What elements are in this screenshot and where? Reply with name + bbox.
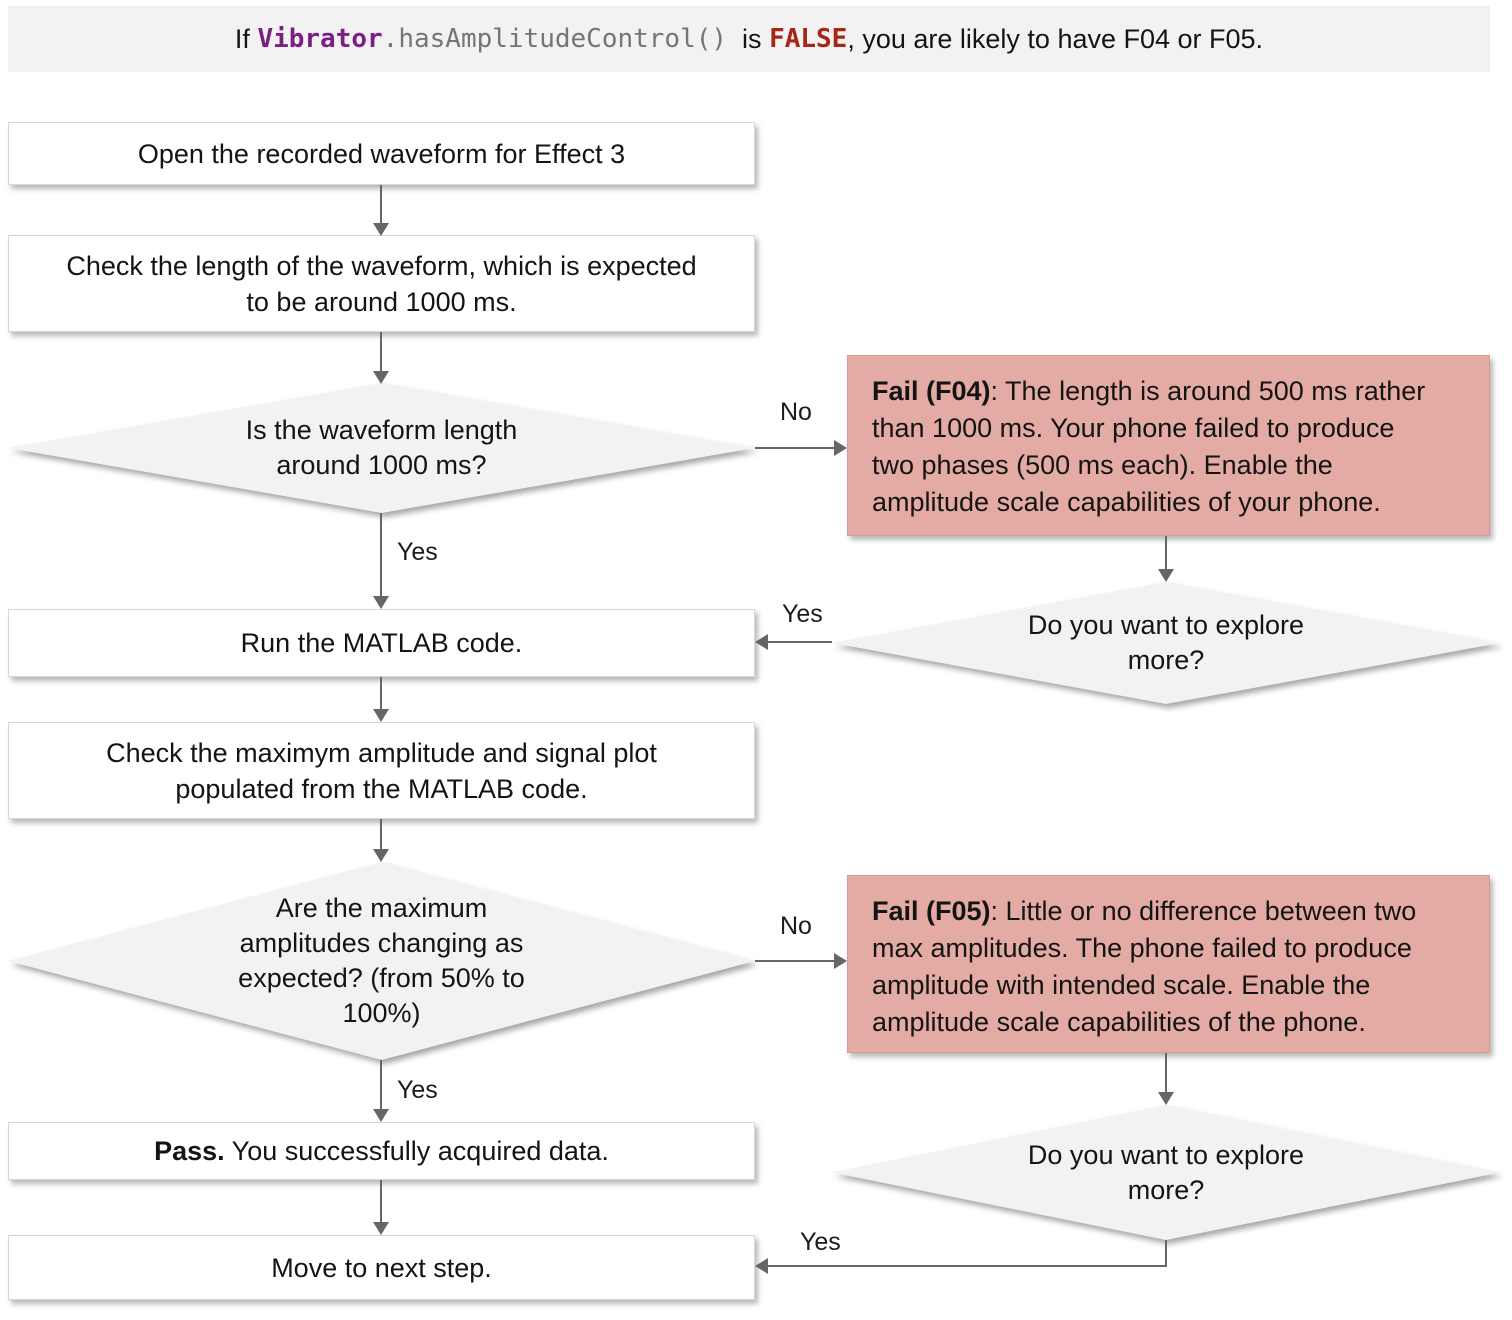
- condition-banner: If Vibrator.hasAmplitudeControl() is FAL…: [8, 6, 1490, 72]
- arrowhead-down-icon: [373, 371, 389, 384]
- arrowhead-down-icon: [1158, 1092, 1174, 1105]
- decision-amplitudes-changing-label: Are the maximum amplitudes changing as e…: [238, 893, 525, 1028]
- fail-f05-body: : Little or no difference between two ma…: [872, 896, 1417, 1037]
- banner-connector: is: [727, 23, 770, 54]
- decision-waveform-length-label: Is the waveform length around 1000 ms?: [245, 415, 518, 480]
- arrowhead-down-icon: [373, 596, 389, 609]
- banner-prefix: If: [234, 23, 258, 54]
- process-run-matlab-label: Run the MATLAB code.: [240, 628, 523, 658]
- fail-f04-bold-label: Fail (F04): [872, 376, 991, 406]
- arrow-line: [380, 819, 382, 850]
- arrow-line: [767, 1265, 1167, 1267]
- decision-amplitudes-changing: Are the maximum amplitudes changing as e…: [8, 862, 755, 1060]
- decision-waveform-length-shape: Is the waveform length around 1000 ms?: [8, 383, 755, 513]
- arrowhead-left-icon: [755, 1258, 768, 1274]
- decision-explore-more-1-shape: Do you want to explore more?: [832, 582, 1500, 704]
- arrow-line: [755, 960, 835, 962]
- terminal-pass-label: Pass. You successfully acquired data.: [154, 1133, 609, 1169]
- decision-explore-more-2-label: Do you want to explore more?: [1027, 1139, 1305, 1205]
- code-false-token: FALSE: [769, 24, 848, 54]
- decision-amplitudes-changing-shape: Are the maximum amplitudes changing as e…: [8, 862, 755, 1060]
- code-vibrator-token: Vibrator: [257, 24, 383, 54]
- fail-f05-box: Fail (F05): Little or no difference betw…: [847, 875, 1490, 1053]
- edge-label-no-2: No: [780, 912, 812, 940]
- fail-f04-body: : The length is around 500 ms rather tha…: [872, 376, 1426, 517]
- arrow-line: [1165, 1053, 1167, 1093]
- code-method-token: .hasAmplitudeControl(): [382, 24, 728, 54]
- arrow-line: [1165, 536, 1167, 570]
- arrow-line: [380, 332, 382, 371]
- pass-text: You successfully acquired data.: [224, 1136, 609, 1166]
- process-open-waveform-label: Open the recorded waveform for Effect 3: [137, 138, 626, 169]
- arrowhead-down-icon: [373, 849, 389, 862]
- arrowhead-down-icon: [1158, 569, 1174, 582]
- edge-label-no-1: No: [780, 398, 812, 426]
- arrowhead-down-icon: [373, 1222, 389, 1235]
- process-check-amplitude: Check the maximym amplitude and signal p…: [8, 722, 755, 819]
- decision-waveform-length: Is the waveform length around 1000 ms?: [8, 383, 755, 513]
- process-check-length: Check the length of the waveform, which …: [8, 235, 755, 332]
- arrow-line: [380, 185, 382, 223]
- arrowhead-right-icon: [834, 953, 847, 969]
- terminal-next-step-label: Move to next step.: [271, 1252, 492, 1283]
- arrowhead-left-icon: [755, 634, 768, 650]
- edge-label-yes-1: Yes: [397, 538, 438, 566]
- fail-f05-bold-label: Fail (F05): [872, 896, 991, 926]
- arrow-line: [767, 641, 832, 643]
- process-run-matlab: Run the MATLAB code.: [8, 609, 755, 677]
- arrow-line: [380, 1060, 382, 1110]
- decision-explore-more-1: Do you want to explore more?: [832, 582, 1500, 704]
- process-check-amplitude-label: Check the maximym amplitude and signal p…: [106, 737, 657, 804]
- decision-explore-more-2: Do you want to explore more?: [832, 1105, 1500, 1240]
- fail-f04-box: Fail (F04): The length is around 500 ms …: [847, 355, 1490, 536]
- edge-label-yes-2: Yes: [782, 600, 823, 628]
- edge-label-yes-3: Yes: [397, 1076, 438, 1104]
- arrowhead-down-icon: [373, 1109, 389, 1122]
- decision-explore-more-1-label: Do you want to explore more?: [1027, 610, 1305, 675]
- arrow-line: [1165, 1240, 1167, 1267]
- terminal-next-step: Move to next step.: [8, 1235, 755, 1300]
- process-check-length-label: Check the length of the waveform, which …: [66, 250, 697, 317]
- arrow-line: [380, 1180, 382, 1223]
- fail-f05-text: Fail (F05): Little or no difference betw…: [872, 896, 1416, 1037]
- pass-bold-label: Pass.: [154, 1136, 225, 1166]
- arrow-line: [380, 677, 382, 710]
- arrowhead-down-icon: [373, 709, 389, 722]
- arrow-line: [380, 513, 382, 597]
- arrowhead-right-icon: [834, 440, 847, 456]
- arrow-line: [755, 447, 835, 449]
- edge-label-yes-4: Yes: [800, 1228, 841, 1256]
- terminal-pass: Pass. You successfully acquired data.: [8, 1122, 755, 1180]
- fail-f04-text: Fail (F04): The length is around 500 ms …: [872, 376, 1425, 517]
- arrowhead-down-icon: [373, 223, 389, 236]
- banner-suffix: , you are likely to have F04 or F05.: [847, 23, 1264, 54]
- decision-explore-more-2-shape: Do you want to explore more?: [832, 1105, 1500, 1240]
- process-open-waveform: Open the recorded waveform for Effect 3: [8, 122, 755, 185]
